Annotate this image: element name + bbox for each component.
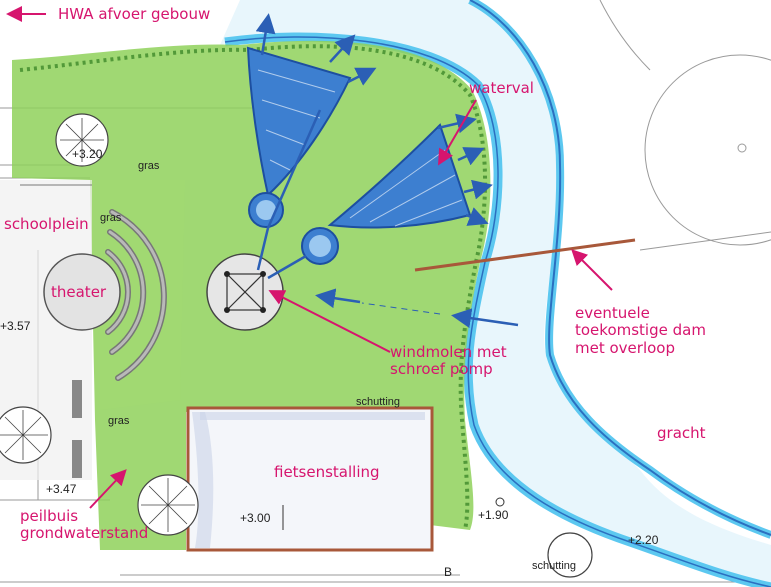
- elevation-label: +3.47: [46, 482, 77, 496]
- label-dam-line1: eventuele: [575, 304, 650, 322]
- elevation-label: +2.20: [628, 533, 659, 547]
- label-windmill-line1: windmolen met: [390, 343, 507, 361]
- label-theater: theater: [51, 283, 107, 301]
- elevation-label: +3.57: [0, 319, 31, 333]
- label-windmill-line2: schroef pomp: [390, 360, 493, 379]
- label-canal: gracht: [657, 424, 706, 442]
- label-future-dam: eventuele toekomstige dam met overloop: [575, 304, 706, 357]
- label-dam-line3: met overloop: [575, 338, 675, 357]
- waterfall-right: [327, 123, 472, 229]
- label-schoolplein: schoolplein: [4, 215, 89, 233]
- label-dam-line2: toekomstige dam: [575, 321, 706, 340]
- elevation-label: +3.00: [240, 511, 271, 525]
- label-waterfall: waterval: [469, 79, 534, 97]
- elevation-label: +3.20: [72, 147, 103, 161]
- future-dam-line: [414, 238, 636, 272]
- label-windmill: windmolen met schroef pomp: [390, 343, 507, 379]
- label-groundwater-well: peilbuis grondwaterstand: [20, 507, 149, 543]
- label-bike-shed: fietsenstalling: [274, 463, 380, 481]
- label-peilbuis-line2: grondwaterstand: [20, 524, 149, 543]
- label-fence-2: schutting: [532, 560, 577, 572]
- label-grass-1: gras: [138, 160, 160, 172]
- label-grass-3: gras: [108, 415, 130, 427]
- label-peilbuis-line1: peilbuis: [20, 507, 79, 525]
- label-hwa: HWA afvoer gebouw: [58, 5, 211, 23]
- bike-shed: [186, 406, 434, 552]
- canal-water: [220, 0, 771, 587]
- theater-circle: [43, 253, 121, 331]
- label-grass-2: gras: [100, 212, 122, 224]
- label-fence-1: schutting: [356, 396, 401, 408]
- grid-marker: B: [444, 565, 453, 579]
- elevation-label: +1.90: [478, 508, 509, 522]
